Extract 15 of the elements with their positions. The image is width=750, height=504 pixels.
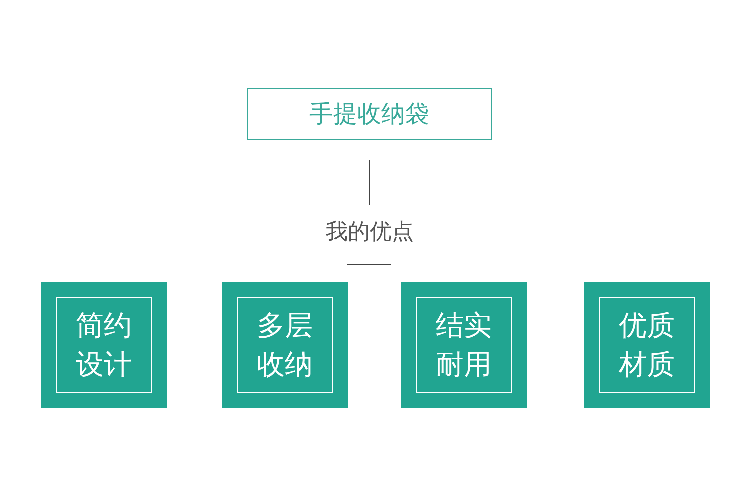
text-frame bbox=[237, 297, 333, 393]
feature-tile bbox=[584, 282, 710, 408]
text-frame bbox=[56, 297, 152, 393]
title-text: 手提收纳袋 bbox=[310, 100, 430, 128]
title-box bbox=[247, 88, 492, 140]
feature-text: 多层收纳 bbox=[256, 308, 314, 383]
feature-tile bbox=[222, 282, 348, 408]
text-frame bbox=[599, 297, 695, 393]
feature-tile bbox=[401, 282, 527, 408]
text-frame bbox=[416, 297, 512, 393]
feature-text: 结实耐用 bbox=[435, 308, 493, 383]
feature-text: 优质材质 bbox=[618, 308, 676, 383]
feature-tile bbox=[41, 282, 167, 408]
feature-text: 简约设计 bbox=[75, 308, 133, 383]
section-heading: 我的优点 bbox=[325, 220, 415, 246]
